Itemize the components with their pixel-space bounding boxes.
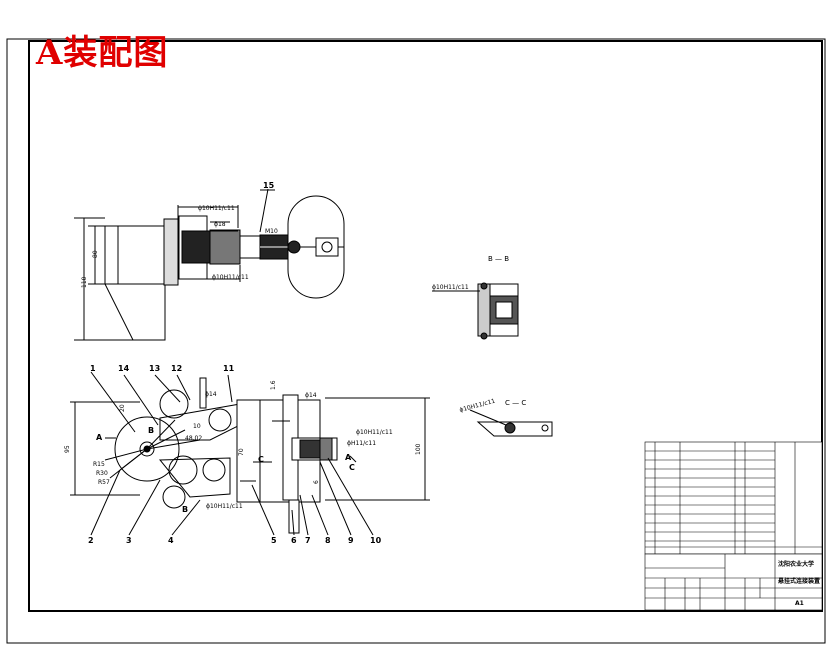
callout-3: 3	[126, 536, 132, 545]
dim-right: 100	[415, 443, 422, 455]
callout-6: 6	[291, 536, 297, 545]
label-c: C	[349, 463, 355, 472]
fit-front-3: ϕ10H11/c11	[206, 503, 243, 510]
label-b-lower: B	[182, 505, 188, 514]
section-cc	[469, 409, 553, 437]
label-c-left: C	[258, 455, 264, 464]
dim-1-6: 1.6	[270, 380, 277, 390]
title-block	[644, 553, 823, 611]
dim-6: 6	[313, 480, 320, 484]
callout-7: 7	[305, 536, 311, 545]
dim-r57: R57	[98, 479, 110, 486]
callout-12: 12	[171, 364, 182, 373]
outer-border	[6, 38, 826, 644]
dim-10: 10	[193, 423, 201, 430]
parts-list	[644, 441, 823, 555]
inner-border	[28, 40, 823, 612]
drawing-title: A装配图	[36, 33, 169, 73]
top-fit-upper: ϕ10H11/c11	[198, 205, 235, 212]
top-part-label: 15	[263, 181, 275, 190]
drawing-number: A1	[795, 600, 804, 607]
section-bb-title: B — B	[488, 255, 509, 263]
fit-front-2: ϕH11/c11	[347, 440, 376, 447]
callout-13: 13	[149, 364, 160, 373]
dim-r15: R15	[93, 461, 105, 468]
fit-front-1: ϕ10H11/c11	[356, 429, 393, 436]
callout-4: 4	[168, 536, 174, 545]
dim-l4: ϕ14	[305, 392, 317, 399]
top-view	[74, 188, 345, 341]
section-bb	[432, 282, 519, 340]
callout-5: 5	[271, 536, 277, 545]
top-dia-label: ϕ18	[214, 221, 226, 228]
callout-2: 2	[88, 536, 94, 545]
dim-r30: R30	[96, 470, 108, 477]
callout-10: 10	[370, 536, 382, 545]
top-dim-outer: 110	[81, 276, 88, 288]
callout-8: 8	[325, 536, 331, 545]
label-a: A	[96, 433, 103, 442]
top-fit-lower: ϕ10H11/c11	[212, 274, 249, 281]
callout-1: 1	[90, 364, 96, 373]
dim-48: 48.02	[185, 435, 202, 442]
dim-70: 70	[238, 448, 245, 456]
callout-9: 9	[348, 536, 354, 545]
product-name: 悬挂式连接装置	[777, 577, 820, 585]
section-cc-title: C — C	[505, 399, 526, 407]
section-cc-fit: ϕ10H11/c11	[459, 398, 496, 414]
callout-14: 14	[118, 364, 130, 373]
dim-left: 95	[64, 445, 71, 453]
callout-11: 11	[223, 364, 235, 373]
dim-20: 20	[119, 404, 126, 412]
top-thread-label: M10	[265, 228, 278, 235]
front-view	[70, 371, 430, 536]
top-dim-inner: 80	[92, 250, 99, 258]
school-name: 沈阳农业大学	[778, 560, 814, 568]
dim-14: ϕ14	[205, 391, 217, 398]
label-a-right: A	[345, 453, 352, 462]
label-b: B	[148, 426, 154, 435]
section-bb-fit: ϕ10H11/c11	[432, 284, 469, 291]
